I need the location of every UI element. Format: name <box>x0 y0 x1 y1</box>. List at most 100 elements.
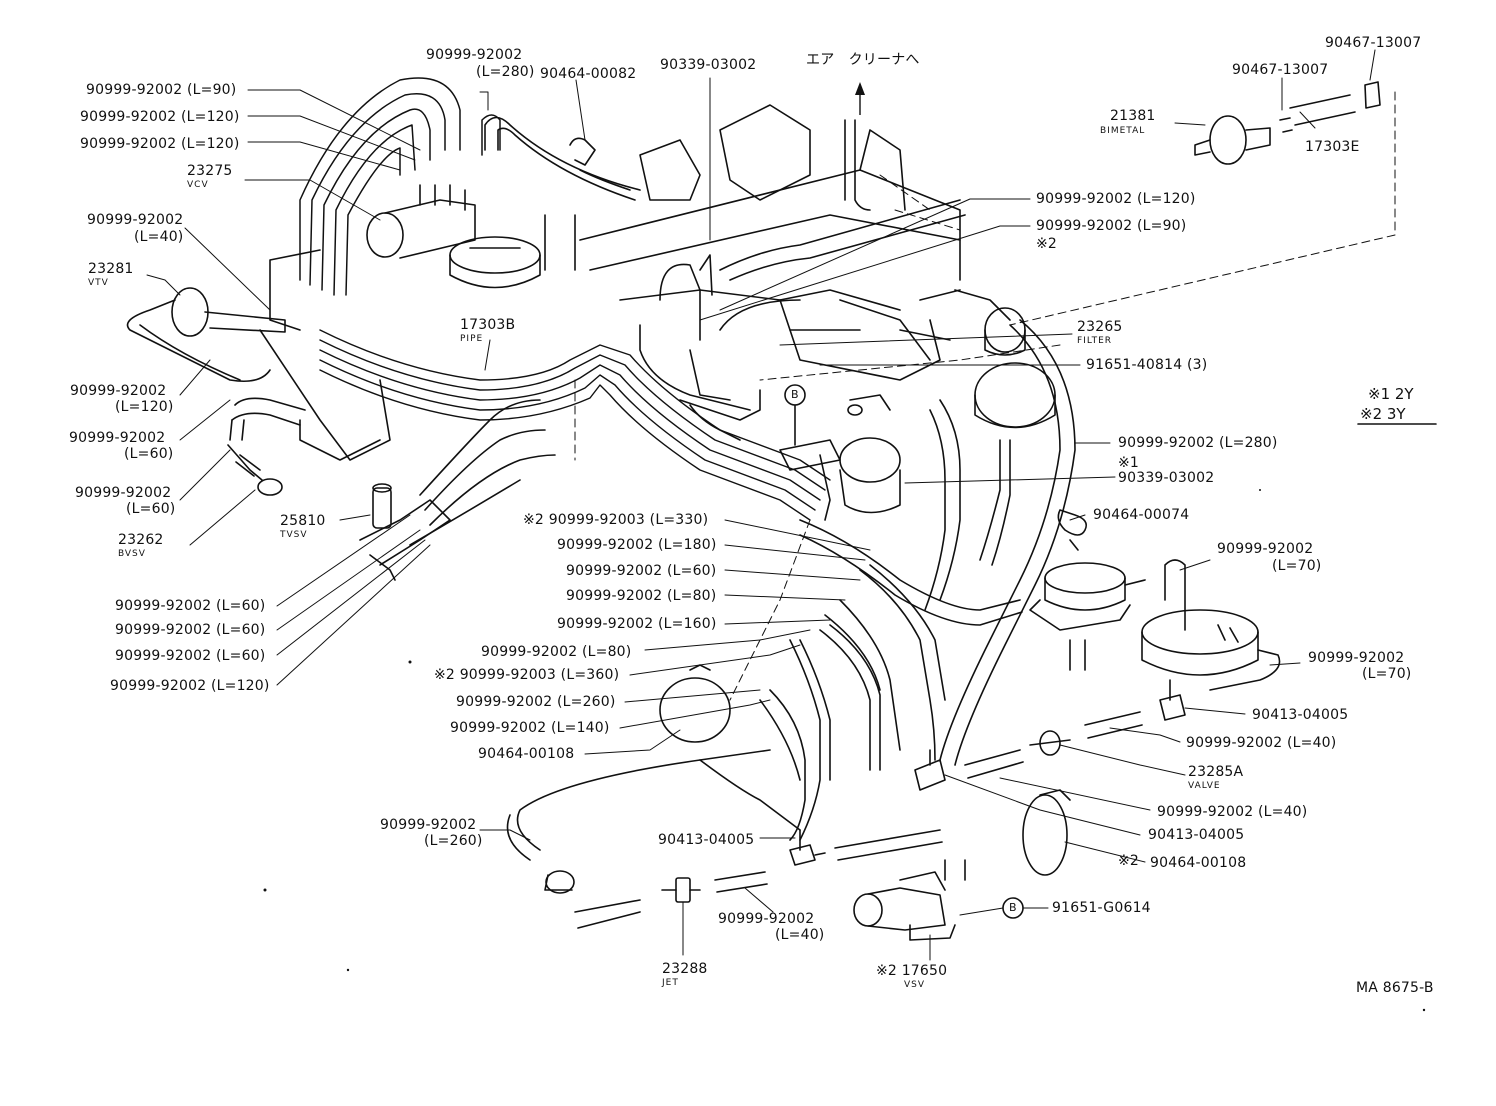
label-filter: 23265 <box>1077 319 1123 335</box>
valve-23285a <box>1029 711 1143 756</box>
tee-90413-right <box>1159 679 1186 721</box>
leader-lines <box>146 49 1376 961</box>
label-hose-c330: ※2 90999-92003 (L=330) <box>523 512 709 528</box>
tee-90413-bottom <box>789 829 943 866</box>
vtv-valve <box>126 287 286 383</box>
label-bvsv: 23262 <box>118 532 164 548</box>
label-hose-l40: 90999-92002 <box>87 212 184 228</box>
label-bimetal-sub: BIMETAL <box>1100 126 1146 136</box>
bottom-left-fitting <box>544 870 641 929</box>
label-vtv-sub: VTV <box>88 278 109 288</box>
label-hose-l90: 90999-92002 (L=90) <box>86 82 237 98</box>
label-vcv: 23275 <box>187 163 233 179</box>
vcv-valve <box>366 184 476 259</box>
label-valve: 23285A <box>1188 764 1244 780</box>
diaphragm-lower <box>1141 559 1281 691</box>
label-hose-l60a: 90999-92002 <box>69 430 166 446</box>
label-vsv: ※2 17650 <box>876 963 948 979</box>
label-hose-c80b: 90999-92002 (L=80) <box>481 644 632 660</box>
label-hose-17303e: 17303E <box>1305 139 1360 155</box>
label-hose-r70a-len: (L=70) <box>1272 558 1322 574</box>
clamp-90464-00074 <box>1057 509 1088 551</box>
tee-90413-center <box>914 749 1024 791</box>
label-hose-b40: 90999-92002 <box>718 911 815 927</box>
label-hose-c360: ※2 90999-92003 (L=360) <box>434 667 620 683</box>
label-hose-r280: 90999-92002 (L=280) <box>1118 435 1278 451</box>
tvsv-hoses <box>409 399 556 546</box>
label-hose-c140: 90999-92002 (L=140) <box>450 720 610 736</box>
label-bvsv-sub: BVSV <box>118 549 146 559</box>
label-hose-l120d: 90999-92002 (L=120) <box>110 678 270 694</box>
legend-mark1: ※1 2Y <box>1368 385 1414 403</box>
bottom-left-hose <box>506 699 801 861</box>
label-tee-90413-b: 90413-04005 <box>658 832 755 848</box>
center-lines-down <box>769 519 1023 841</box>
label-hose-c60: 90999-92002 (L=60) <box>566 563 717 579</box>
label-jet: 23288 <box>662 961 708 977</box>
label-reference-code: MA 8675-B <box>1356 980 1434 996</box>
vsv-17650 <box>853 859 966 941</box>
jet-23288 <box>661 871 768 903</box>
label-mark2-clamp: ※2 <box>1118 853 1140 869</box>
label-hose-l60a-len: (L=60) <box>124 446 174 462</box>
oil-filler-cap <box>449 236 541 289</box>
label-hose-l120c: 90999-92002 <box>70 383 167 399</box>
label-tee-90413-r2: 90413-04005 <box>1148 827 1245 843</box>
label-hose-r40a: 90999-92002 (L=40) <box>1186 735 1337 751</box>
filter-23265 <box>974 307 1056 429</box>
center-fittings <box>689 349 901 521</box>
scan-marks <box>263 489 1426 1012</box>
label-clip-a: 90467-13007 <box>1325 35 1422 51</box>
label-hose-r70b-len: (L=70) <box>1362 666 1412 682</box>
callout-b-upper-letter: B <box>791 388 799 401</box>
clamp-90464-00082 <box>569 137 631 191</box>
dashed-lines <box>574 91 1396 701</box>
label-hose-l60b-len: (L=60) <box>126 501 176 517</box>
engine-block <box>259 104 1011 461</box>
label-hose-c260: 90999-92002 (L=260) <box>456 694 616 710</box>
label-hose-b260: 90999-92002 <box>380 817 477 833</box>
diaphragm-upper <box>1029 562 1146 671</box>
clamp-90464-00108-right <box>1022 789 1071 876</box>
label-hose-r70a: 90999-92002 <box>1217 541 1314 557</box>
callout-b-upper <box>784 384 806 446</box>
label-bolt-91651-40814: 91651-40814 (3) <box>1086 357 1208 373</box>
label-hose-l60b: 90999-92002 <box>75 485 172 501</box>
label-top-hose-len: (L=280) <box>476 64 535 80</box>
callout-b-lower-letter: B <box>1009 901 1017 914</box>
label-hose-b260-len: (L=260) <box>424 833 483 849</box>
label-hose-l60e: 90999-92002 (L=60) <box>115 648 266 664</box>
label-bolt-91651-g0614: 91651-G0614 <box>1052 900 1151 916</box>
bimetal-21381 <box>1194 81 1381 165</box>
label-hose-l120a: 90999-92002 (L=120) <box>80 109 240 125</box>
label-hose-c80a: 90999-92002 (L=80) <box>566 588 717 604</box>
center-hose-bundle <box>639 254 801 441</box>
label-filter-sub: FILTER <box>1077 336 1113 346</box>
label-hose-l120b: 90999-92002 (L=120) <box>80 136 240 152</box>
label-vtv: 23281 <box>88 261 134 277</box>
label-hose-r120: 90999-92002 (L=120) <box>1036 191 1196 207</box>
label-hose-l60c: 90999-92002 (L=60) <box>115 598 266 614</box>
label-clip-b: 90467-13007 <box>1232 62 1329 78</box>
label-jet-sub: JET <box>662 978 679 988</box>
label-hose-l120c-len: (L=120) <box>115 399 174 415</box>
label-vsv-sub: VSV <box>904 980 926 990</box>
bvsv-hoses <box>229 397 306 441</box>
label-tvsv: 25810 <box>280 513 326 529</box>
label-tee-90413-r1: 90413-04005 <box>1252 707 1349 723</box>
label-clamp-90464-00074: 90464-00074 <box>1093 507 1190 523</box>
air-cleaner-arrow <box>855 82 865 115</box>
label-clamp-90464-00082: 90464-00082 <box>540 66 637 82</box>
label-hose-l60d: 90999-92002 (L=60) <box>115 622 266 638</box>
label-valve-sub: VALVE <box>1188 781 1221 791</box>
label-plug-90339-03002-r: 90339-03002 <box>1118 470 1215 486</box>
label-pipe-sub: PIPE <box>460 334 484 344</box>
clamp-90464-00108-center <box>659 664 731 743</box>
pipe-17303b <box>319 329 831 521</box>
top-hose-280 <box>484 116 641 201</box>
label-hose-r70b: 90999-92002 <box>1308 650 1405 666</box>
label-hose-c180: 90999-92002 (L=180) <box>557 537 717 553</box>
label-top-hose: 90999-92002 <box>426 47 523 63</box>
label-bimetal: 21381 <box>1110 108 1156 124</box>
